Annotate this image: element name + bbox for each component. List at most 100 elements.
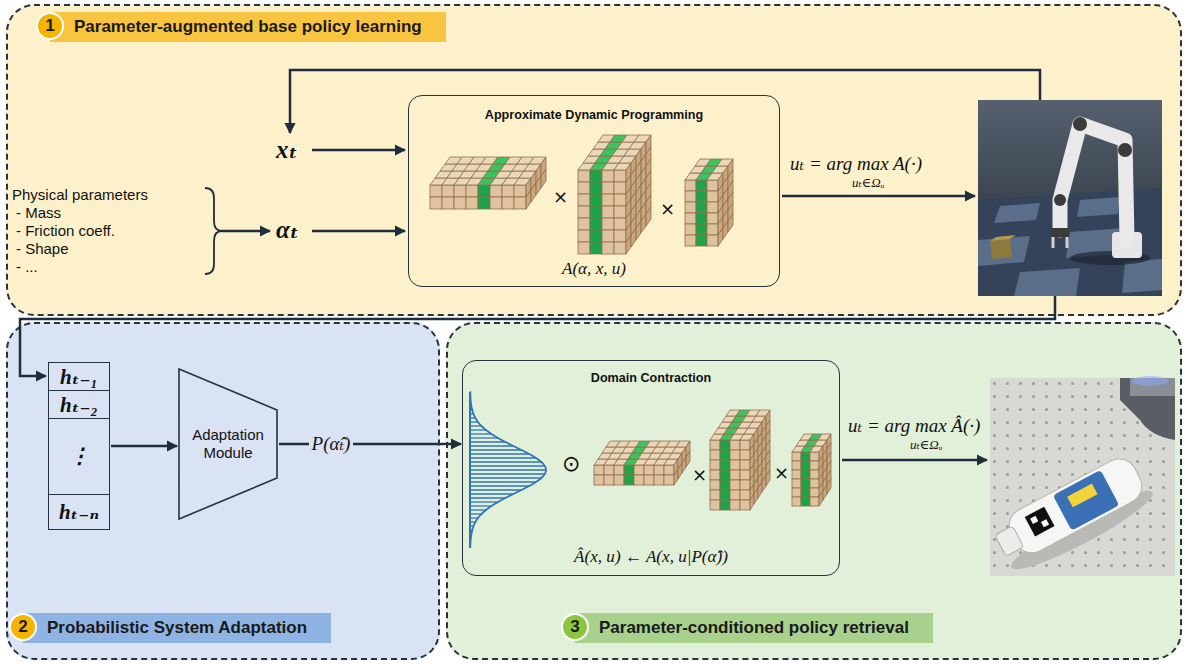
parameter-heading: Physical parameters xyxy=(12,186,148,204)
step-number: 1 xyxy=(45,16,54,36)
tensor-cell xyxy=(490,185,502,197)
tensor-cell xyxy=(602,230,614,242)
robot-joint xyxy=(1118,143,1132,157)
process-box: Domain Contraction⊙××Â(x, u) ← A(x, u|P(… xyxy=(462,360,840,576)
tensor-cell xyxy=(730,450,740,460)
tensor-cell xyxy=(762,476,766,492)
process-box: Approximate Dynamic Programming××A(α, x,… xyxy=(408,95,780,287)
tensor-cell xyxy=(624,465,634,475)
tensor-cell xyxy=(590,170,602,182)
tensor-cell xyxy=(602,194,614,206)
gaussian-hatch xyxy=(470,489,521,490)
tensor-cell xyxy=(792,452,801,461)
tensor-cell xyxy=(664,465,674,475)
gaussian-hatch xyxy=(470,509,486,510)
floor-tile xyxy=(1014,268,1080,296)
tensor-cell xyxy=(720,480,730,490)
action-arrow xyxy=(842,459,987,462)
parameter-symbol: αₜ xyxy=(276,216,299,244)
aruco-marker xyxy=(1025,507,1055,537)
bottle-label xyxy=(1067,484,1097,508)
formula: Â(x, u) ← A(x, u|P(α̂)) xyxy=(463,545,839,569)
tensor-cell xyxy=(644,475,654,485)
tensor-cell xyxy=(664,475,674,485)
gaussian-hatch xyxy=(470,513,482,514)
tensor-cell xyxy=(590,242,602,254)
tensor-cell xyxy=(536,176,541,195)
gaussian-hatch xyxy=(470,485,529,486)
aruco-marker xyxy=(1030,516,1038,524)
step-number: 3 xyxy=(570,617,579,637)
history-entry: ⋮ xyxy=(49,419,109,495)
flow-arrow xyxy=(312,149,405,152)
real-robot-photo xyxy=(990,376,1175,579)
tensor-cell xyxy=(430,185,442,197)
tensor-cell xyxy=(720,490,730,500)
tensor-cell xyxy=(602,242,614,254)
tensor-cell xyxy=(502,197,514,209)
tensor-cell xyxy=(590,218,602,230)
tensor-cell xyxy=(766,470,770,486)
box-title: Approximate Dynamic Programming xyxy=(409,106,779,124)
tensor-cell xyxy=(723,221,728,239)
stage-panel: Parameter-augmented base policy learning… xyxy=(6,4,1182,316)
tensor-cell xyxy=(696,213,707,224)
tensor-cell xyxy=(614,194,626,206)
gaussian-axis xyxy=(469,392,471,548)
tensor-cell xyxy=(710,490,720,500)
tensor-cell xyxy=(801,470,810,479)
sim-background xyxy=(978,100,1162,296)
stage-title: Probabilistic System Adaptation xyxy=(23,613,331,643)
cube-object xyxy=(990,235,1016,241)
tensor-cell xyxy=(514,185,526,197)
tensor-cell xyxy=(730,440,740,450)
tensor-cell xyxy=(590,194,602,206)
tensor-cell xyxy=(810,470,819,479)
tensor-cell xyxy=(710,470,720,480)
step-badge: 1 xyxy=(36,12,64,40)
robot-joint xyxy=(1054,194,1066,206)
parameter-item: - ... xyxy=(16,258,38,276)
tensor-cell xyxy=(685,224,696,235)
gaussian-hatch xyxy=(470,505,491,506)
tensor-cell xyxy=(614,475,624,485)
tensor-cell xyxy=(810,497,819,506)
parameter-item: - Friction coeff. xyxy=(16,222,115,240)
history-entry: hₜ₋₁ xyxy=(49,363,109,391)
tensor-cell xyxy=(641,214,646,233)
tensor-cell xyxy=(707,213,718,224)
operator-symbol: × xyxy=(692,464,707,486)
gaussian-hatch xyxy=(470,477,541,478)
tensor-cell xyxy=(707,235,718,246)
tensor-cell xyxy=(686,451,690,467)
tensor-cell xyxy=(730,490,740,500)
tensor-cell xyxy=(490,197,502,209)
gaussian-hatch xyxy=(470,441,505,442)
module-trapezoid: Adaptation Module xyxy=(178,368,278,520)
tensor-cell xyxy=(594,475,604,485)
tensor-cell xyxy=(810,479,819,488)
tensor-cell xyxy=(646,207,651,226)
aruco-marker xyxy=(1041,519,1049,527)
step-badge: 3 xyxy=(561,613,589,641)
tensor-cell xyxy=(514,197,526,209)
formula: A(α, x, u) xyxy=(409,257,779,281)
optical-table xyxy=(990,378,1175,576)
tensor-cell xyxy=(602,182,614,194)
tensor-cell xyxy=(626,235,631,254)
gaussian-hatch xyxy=(470,449,521,450)
parameter-item: - Mass xyxy=(16,204,61,222)
tensor-cell xyxy=(710,440,720,450)
tensor-cell xyxy=(682,457,686,473)
tensor-cell xyxy=(740,500,750,510)
cube-object xyxy=(990,239,1012,259)
tensor-cell xyxy=(730,460,740,470)
tensor-cell xyxy=(696,180,707,191)
gripper-finger xyxy=(1053,237,1067,248)
gaussian-hatch xyxy=(470,445,513,446)
tensor-cell xyxy=(454,197,466,209)
tensor-cell xyxy=(827,479,831,494)
gaussian-hatch xyxy=(470,473,545,474)
tensor-cell xyxy=(541,169,546,188)
tensor-cell xyxy=(614,242,626,254)
